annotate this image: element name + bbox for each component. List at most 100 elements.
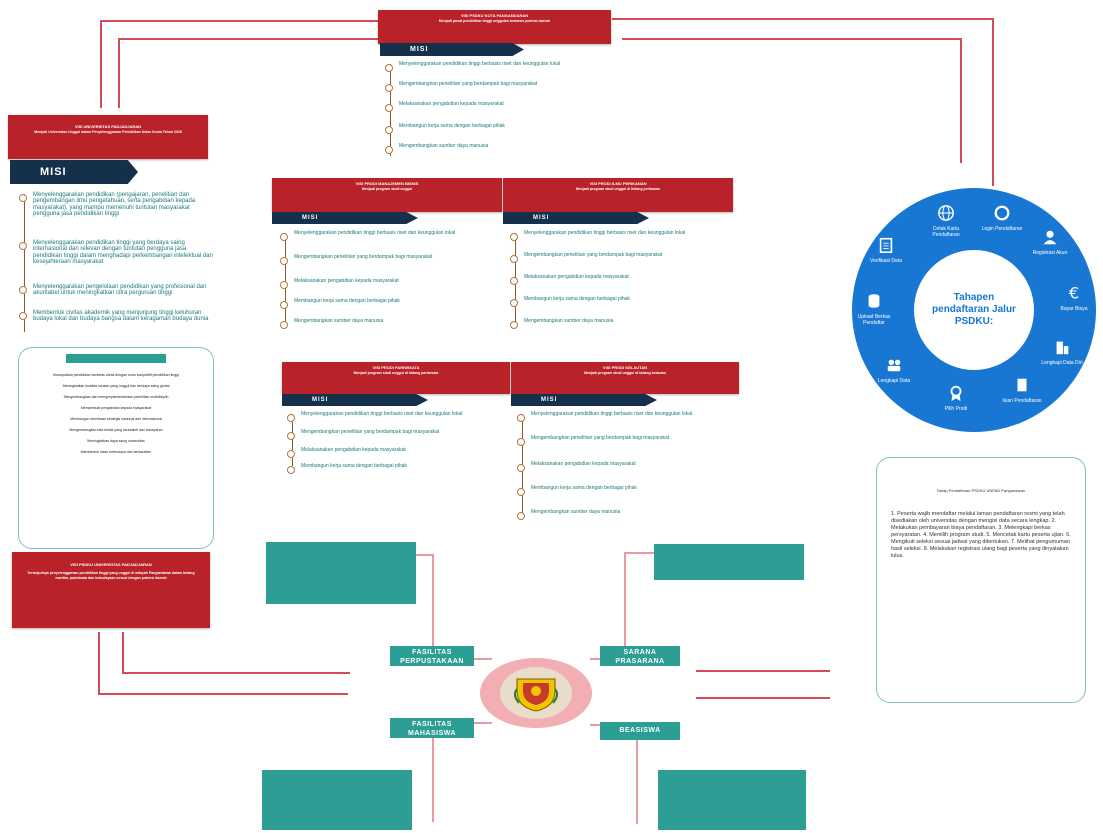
arrow-line <box>960 38 962 163</box>
misi-item-text: Menyelenggarakan pendidikan tinggi berba… <box>294 230 456 236</box>
misi-item-text: Melaksanakan pengabdian kepada masyaraka… <box>399 101 504 107</box>
misi-item-text: Menyelenggarakan pendidikan tinggi yang … <box>33 240 213 265</box>
euro-icon: € <box>1069 283 1079 302</box>
top-misi-timeline: Menyelenggarakan pendidikan tinggi berba… <box>385 61 560 156</box>
timeline-dot <box>517 414 525 422</box>
misi-item-text: Mengembangkan penelitian yang berdampak … <box>294 254 433 260</box>
arrow-line <box>696 670 830 672</box>
timeline-dot <box>510 277 518 285</box>
arrow-line <box>992 18 994 186</box>
misi-item-text: Melaksanakan pengabdian kepada masyaraka… <box>524 274 629 280</box>
branch-label: SARANA PRASARANA <box>615 649 665 665</box>
timeline-dot <box>280 321 288 329</box>
misi-item-text: Mengembangkan sumber daya manusia <box>399 143 489 149</box>
prodi-title: VISI PRODI ILMU PERIKANAN <box>589 181 647 186</box>
tujuan-title-bar: TUJUAN <box>66 354 166 369</box>
misi-item-text: Membangun kerja sama dengan berbagai pih… <box>531 485 637 491</box>
wheel-item-form: Isian Pendaftaran <box>1000 376 1044 404</box>
misi-item-text: Menyelenggarakan pendidikan tinggi berba… <box>399 61 561 67</box>
registration-wheel: Tahapen pendaftaran Jalur PSDKU: Cetak K… <box>852 188 1096 432</box>
mindmap-connector <box>432 554 434 648</box>
timeline-dot <box>280 281 288 289</box>
branch-scholarship[interactable]: BEASISWA <box>600 722 680 740</box>
wheel-item-complete: Lengkapi Data <box>872 356 916 384</box>
misi-item-text: Membentuk civitas akademik yang menjunju… <box>33 310 209 323</box>
globe-icon <box>938 205 954 221</box>
misi-ribbon: MISI <box>272 212 418 224</box>
prodi-subtitle: Menjadi program studi unggul di bidang p… <box>353 371 439 375</box>
misi-item-text: Mengembangkan penelitian yang berdampak … <box>531 435 670 441</box>
wheel-item-label: Pilih Prodi <box>944 406 968 412</box>
steps-panel-text: 1. Peserta wajib mendaftar melalui laman… <box>891 511 1071 559</box>
branch-library[interactable]: FASILITAS PERPUSTAKAAN <box>390 646 474 666</box>
timeline-dot <box>510 255 518 263</box>
wheel-item-label: Cetak Kartu Pendaftaran <box>932 226 960 238</box>
timeline-dot <box>280 233 288 241</box>
arrow-line <box>122 632 124 672</box>
arrow-line <box>118 38 120 108</box>
prodi-subtitle: Menjadi program studi unggul di bidang k… <box>584 371 666 375</box>
arrow-line <box>100 20 378 22</box>
top-misi-ribbon: MISI <box>380 43 524 56</box>
wheel-item-label: Upload Berkas Pendaftar <box>857 314 891 326</box>
wheel-item-pay: € Bayar Biaya <box>1052 283 1096 312</box>
arrow-line <box>98 632 100 694</box>
top-visi-card: VISI PSDKU KOTA PANGANDARAN Menjadi pusa… <box>378 10 611 44</box>
misi-item-text: Membangun kerja sama dengan berbagai pih… <box>399 123 505 129</box>
timeline-dot <box>280 257 288 265</box>
branch-student[interactable]: FASILITAS MAHASISWA <box>390 718 474 738</box>
prodi-subtitle: Menjadi program studi unggul di bidang p… <box>575 187 661 191</box>
mindmap-detail-box <box>266 542 416 604</box>
user-icon <box>1043 230 1057 245</box>
bottom-left-visi-title: VISI PSDKU UNIVERSITAS PADJADJARAN <box>70 562 152 567</box>
wheel-item-label: Lengkapi Data Diri <box>1041 360 1083 366</box>
arrow-line <box>118 38 378 40</box>
steps-panel-title: Tahap Pendaftaran PSDKU UNPAD Pangandara… <box>936 488 1026 493</box>
low-right-timeline: Menyelenggarakan pendidikan tinggi berba… <box>517 411 692 520</box>
arrow-line <box>100 20 102 108</box>
mindmap-connector <box>432 722 434 822</box>
timeline-dot <box>385 84 393 92</box>
timeline-dot <box>19 194 27 202</box>
misi-label: MISI <box>533 215 550 221</box>
mindmap-detail-box <box>658 770 806 830</box>
misi-item-text: Menyelenggarakan pendidikan tinggi berba… <box>531 411 693 417</box>
timeline-dot <box>385 104 393 112</box>
wheel-item-label: Isian Pendaftaran <box>1002 398 1042 404</box>
timeline-dot <box>385 126 393 134</box>
left-misi-ribbon: MISI <box>10 160 138 184</box>
arrow-line <box>122 672 350 674</box>
database-icon <box>868 294 880 308</box>
misi-ribbon: MISI <box>503 212 649 224</box>
top-visi-subtitle: Menjadi pusat pendidikan tinggi unggulan… <box>438 19 551 23</box>
mindmap-detail-box <box>262 770 412 830</box>
misi-item-text: Mengembangkan sumber daya manusia <box>531 509 621 515</box>
mindmap-connector <box>636 724 638 824</box>
timeline-dot <box>510 299 518 307</box>
wheel-item-label: Lengkapi Data <box>877 378 911 384</box>
misi-ribbon: MISI <box>282 394 428 406</box>
top-visi-title: VISI PSDKU KOTA PANGANDARAN <box>460 13 529 18</box>
mid-left-timeline: Menyelenggarakan pendidikan tinggi berba… <box>280 230 455 329</box>
wheel-item-upload: Upload Berkas Pendaftar <box>852 292 896 326</box>
timeline-dot <box>287 414 295 422</box>
misi-label: MISI <box>541 397 558 403</box>
misi-item-text: Mengembangkan penelitian yang berdampak … <box>524 252 663 258</box>
tujuan-item: Mewujudkan pendidikan berkelas dunia den… <box>53 373 179 377</box>
left-visi-card: VISI UNIVERSITAS PADJADJARAN Menjadi Uni… <box>8 115 208 159</box>
building-icon <box>1056 341 1069 355</box>
misi-item-text: Mengembangkan sumber daya manusia <box>524 318 614 324</box>
branch-facilities[interactable]: SARANA PRASARANA <box>600 646 680 666</box>
arrow-line <box>612 18 992 20</box>
timeline-dot <box>510 321 518 329</box>
refresh-icon <box>994 205 1010 221</box>
misi-item-text: Menyelenggarakan pendidikan tinggi berba… <box>524 230 686 236</box>
left-visi-subtitle: Menjadi Universitas Unggul dalam Penyele… <box>34 130 182 134</box>
logo-ellipse <box>480 658 592 728</box>
prodi-subtitle: Menjadi program studi unggul <box>361 187 413 191</box>
mid-right-timeline: Menyelenggarakan pendidikan tinggi berba… <box>510 230 685 329</box>
tujuan-panel: TUJUAN Mewujudkan pendidikan berkelas du… <box>18 347 214 549</box>
mindmap-connector <box>624 552 626 648</box>
timeline-dot <box>19 242 27 250</box>
prodi-card-low-left: VISI PRODI PARIWISATA Menjadi program st… <box>282 362 510 394</box>
